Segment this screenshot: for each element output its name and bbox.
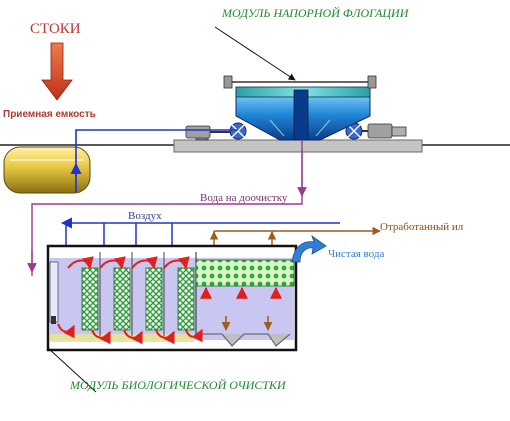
settler-media [195,259,295,287]
pump-left-motor [185,125,211,139]
bio-module-label: МОДУЛЬ БИОЛОГИЧЕСКОЙ ОЧИСТКИ [69,377,287,392]
receiving-tank-label: Приемная емкость [3,109,96,120]
bio-media-2 [113,267,131,331]
bio-pointer-line [47,347,97,393]
flotation-pointer-line [214,26,296,81]
circulation-arrows [57,256,282,345]
bio-media-1 [81,267,99,331]
settler-hoppers [198,333,291,347]
flow-tank-to-flotation [75,129,238,192]
inlet-chamber [49,261,59,323]
clean-water-arrow [291,234,327,263]
pump-right-motor [367,123,393,139]
receiving-tank [3,146,91,194]
clean-water-label: Чистая вода [328,248,384,260]
sewage-label: СТОКИ [30,21,81,37]
flotation-platform [173,139,423,153]
flotation-module-label: МОДУЛЬ НАПОРНОЙ ФЛОГАЦИИ [221,5,410,20]
waste-sludge-label: Отработанный ил [380,221,464,233]
post-treatment-label: Вода на доочистку [200,192,288,204]
bio-media-4 [177,267,195,331]
bio-basin-sediment [50,334,194,342]
flotation-module [173,75,423,153]
air-label: Воздух [128,210,162,222]
flotation-center-column [293,89,309,141]
bio-treatment-module [46,244,298,352]
bio-media-3 [145,267,163,331]
sewage-inflow-arrow [41,42,73,101]
